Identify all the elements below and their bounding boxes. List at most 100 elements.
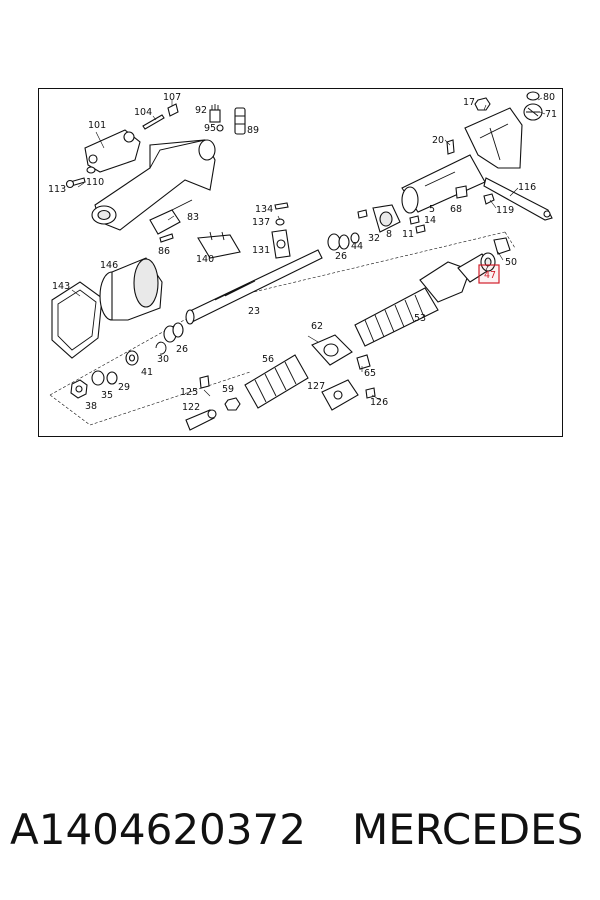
callout-23: 23 [248,306,260,317]
circlip-30 [155,341,167,355]
callout-38: 38 [85,401,97,412]
callout-122: 122 [182,402,200,413]
nut-59 [224,397,241,411]
callout-8: 8 [386,229,392,240]
flange-8 [372,204,401,233]
sensor-83 [149,199,193,235]
callout-32: 32 [368,233,380,244]
callout-107: 107 [163,92,181,103]
cover-143 [51,281,103,359]
part-info-footer: A1404620372 MERCEDES [0,800,600,860]
callout-71: 71 [545,109,557,120]
nut-38 [70,379,88,399]
callout-116: 116 [518,182,536,193]
callout-140: 140 [196,254,214,265]
callout-86: 86 [158,246,170,257]
callout-41: 41 [141,367,153,378]
callout-92: 92 [195,105,207,116]
housing-146 [99,257,163,321]
nut-29 [106,371,118,385]
callout-35: 35 [101,390,113,401]
bolt-14 [409,215,420,225]
callout-47: 47 [484,270,496,281]
callout-65: 65 [364,368,376,379]
screw-20-small [446,139,455,155]
clip-107 [167,103,179,117]
lever-116 [483,177,553,221]
callout-17: 17 [463,97,475,108]
callout-44: 44 [351,241,363,252]
callout-30: 30 [157,354,169,365]
bracket-140 [197,231,241,259]
bolt-113 [65,177,86,189]
lock-housing [84,129,141,173]
bellows-53 [354,287,439,347]
callout-11: 11 [402,229,414,240]
washer-110 [86,166,96,174]
callout-14: 14 [424,215,436,226]
washer-35 [91,370,105,386]
callout-53: 53 [414,313,426,324]
callout-101: 101 [88,120,106,131]
bolt-134 [274,202,289,210]
callout-137: 137 [252,217,270,228]
upper-bracket-20 [464,107,523,169]
callout-80: 80 [543,92,555,103]
callout-146: 146 [100,260,118,271]
callout-26-upper: 26 [335,251,347,262]
bolt-32 [357,209,368,219]
bolt-119 [483,193,495,205]
callout-5: 5 [429,204,435,215]
column-bracket [91,139,216,231]
callout-104: 104 [134,107,152,118]
callout-29: 29 [118,382,130,393]
switch-92 [209,104,221,123]
callout-143: 143 [52,281,70,292]
bushing-26a [327,233,350,251]
connector-89 [234,107,246,135]
gasket-62 [311,334,353,366]
callout-125: 125 [180,387,198,398]
bellows-56 [244,354,309,409]
brand-name: MERCEDES [352,805,584,854]
callout-131: 131 [252,245,270,256]
nut-95 [216,124,224,132]
washer-41 [125,350,139,366]
bolt-11 [415,224,426,234]
callout-68: 68 [450,204,462,215]
screw-122 [185,409,217,431]
callout-95: 95 [204,123,216,134]
callout-59: 59 [222,384,234,395]
clamp-131 [271,229,291,259]
callout-26-lower: 26 [176,344,188,355]
spring-80-71 [523,91,543,121]
callout-126: 126 [370,397,388,408]
callout-110: 110 [86,177,104,188]
part-number: A1404620372 [10,805,306,854]
ring-44 [350,232,360,244]
callout-56: 56 [262,354,274,365]
callout-119: 119 [496,205,514,216]
bushing-65 [356,354,371,370]
flange-127 [321,379,359,411]
bushing-26b [163,322,184,343]
callout-89: 89 [247,125,259,136]
assembly-outline [49,231,516,426]
callout-127: 127 [307,381,325,392]
callout-113: 113 [48,184,66,195]
pin-104 [142,114,165,130]
callout-134: 134 [255,204,273,215]
screw-68 [455,185,468,199]
bolt-125 [199,375,210,389]
nut-17 [474,97,491,111]
screw-86 [159,233,174,243]
callout-20: 20 [432,135,444,146]
clamp-50 [493,237,511,255]
part-47 [480,252,496,272]
callout-50: 50 [505,257,517,268]
callout-labels: 107 104 92 95 89 101 113 110 17 80 71 20… [48,92,557,413]
highlight-box-47 [478,264,500,284]
exploded-parts-diagram: 107 104 92 95 89 101 113 110 17 80 71 20… [38,88,563,437]
leader-lines [71,97,546,401]
steering-shaft-23 [185,249,323,325]
